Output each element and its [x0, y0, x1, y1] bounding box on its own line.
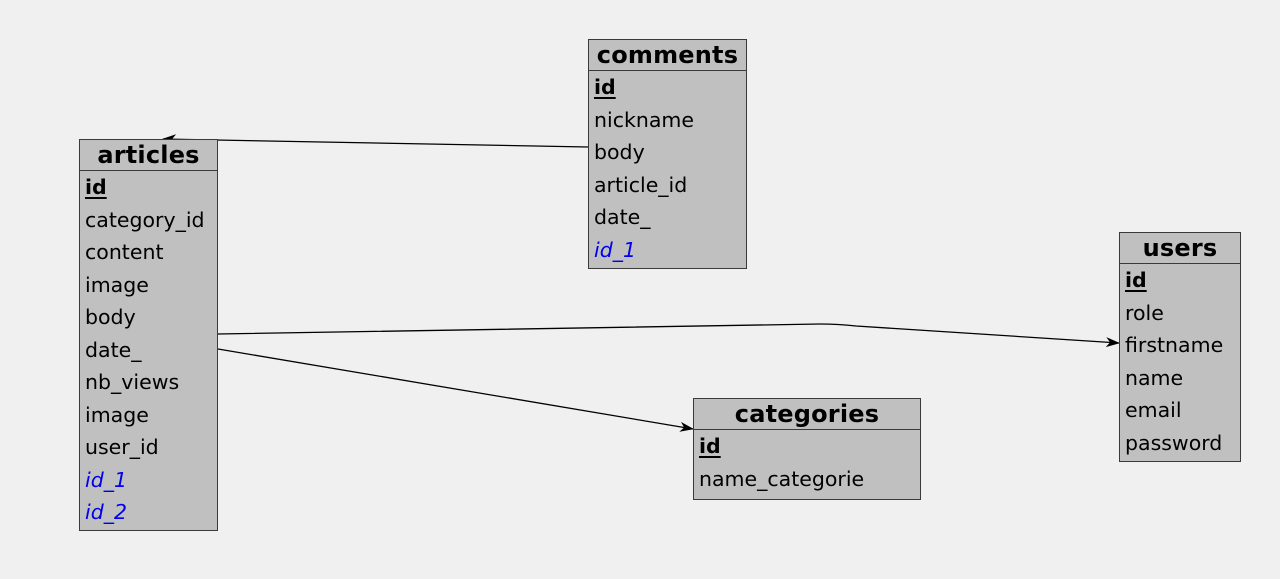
- field-label: role: [1125, 300, 1164, 325]
- entity-title: users: [1120, 233, 1240, 264]
- field-label: id_1: [594, 237, 637, 262]
- field-label: content: [85, 240, 164, 264]
- field-row[interactable]: body: [80, 301, 217, 334]
- primary-key-field[interactable]: id: [589, 71, 746, 104]
- field-row[interactable]: password: [1120, 427, 1240, 460]
- field-label: id: [1125, 268, 1147, 292]
- field-label: article_id: [594, 172, 688, 197]
- entity-title: categories: [694, 399, 920, 430]
- foreign-key-field[interactable]: id_2: [80, 496, 217, 529]
- field-list: id role firstname name email password: [1120, 264, 1240, 459]
- primary-key-field[interactable]: id: [80, 171, 217, 204]
- field-label: image: [85, 402, 149, 427]
- field-row[interactable]: email: [1120, 394, 1240, 427]
- primary-key-field[interactable]: id: [694, 430, 920, 463]
- field-row[interactable]: content: [80, 236, 217, 269]
- field-row[interactable]: firstname: [1120, 329, 1240, 362]
- field-label: name: [1125, 365, 1184, 390]
- field-list: id nickname body article_id date_ id_1: [589, 71, 746, 266]
- entity-users[interactable]: users id role firstname name email password: [1119, 232, 1241, 462]
- field-row[interactable]: category_id: [80, 204, 217, 237]
- field-row[interactable]: date_: [80, 334, 217, 367]
- entity-title: comments: [589, 40, 746, 71]
- field-label: user_id: [85, 435, 159, 459]
- field-label: id: [85, 175, 107, 199]
- field-label: firstname: [1125, 333, 1224, 357]
- field-label: category_id: [85, 207, 205, 232]
- field-label: name_categorie: [699, 466, 865, 491]
- field-list: id name_categorie: [694, 430, 920, 495]
- field-row[interactable]: name_categorie: [694, 463, 920, 496]
- entity-categories[interactable]: categories id name_categorie: [693, 398, 921, 500]
- field-row[interactable]: article_id: [589, 169, 746, 202]
- field-label: id: [594, 75, 616, 99]
- primary-key-field[interactable]: id: [1120, 264, 1240, 297]
- field-label: nickname: [594, 107, 694, 132]
- field-label: nb_views: [85, 370, 180, 394]
- field-row[interactable]: name: [1120, 362, 1240, 395]
- field-label: id_1: [85, 467, 128, 492]
- field-label: id: [699, 434, 721, 458]
- field-row[interactable]: date_: [589, 201, 746, 234]
- field-label: id_2: [85, 500, 128, 524]
- field-row[interactable]: nb_views: [80, 366, 217, 399]
- field-label: image: [85, 272, 149, 297]
- field-row[interactable]: body: [589, 136, 746, 169]
- field-label: body: [85, 305, 136, 329]
- field-row[interactable]: image: [80, 399, 217, 432]
- field-label: date_: [594, 205, 651, 229]
- relation-comments-to-articles: [162, 134, 589, 148]
- field-row[interactable]: role: [1120, 297, 1240, 330]
- field-label: body: [594, 140, 645, 164]
- field-row[interactable]: image: [80, 269, 217, 302]
- foreign-key-field[interactable]: id_1: [589, 234, 746, 267]
- foreign-key-field[interactable]: id_1: [80, 464, 217, 497]
- field-row[interactable]: user_id: [80, 431, 217, 464]
- field-row[interactable]: nickname: [589, 104, 746, 137]
- entity-title: articles: [80, 140, 217, 171]
- relation-articles-to-users: [217, 323, 1120, 348]
- field-label: date_: [85, 337, 142, 362]
- relation-articles-to-categories: [217, 348, 694, 432]
- field-label: password: [1125, 430, 1223, 455]
- field-label: email: [1125, 398, 1182, 422]
